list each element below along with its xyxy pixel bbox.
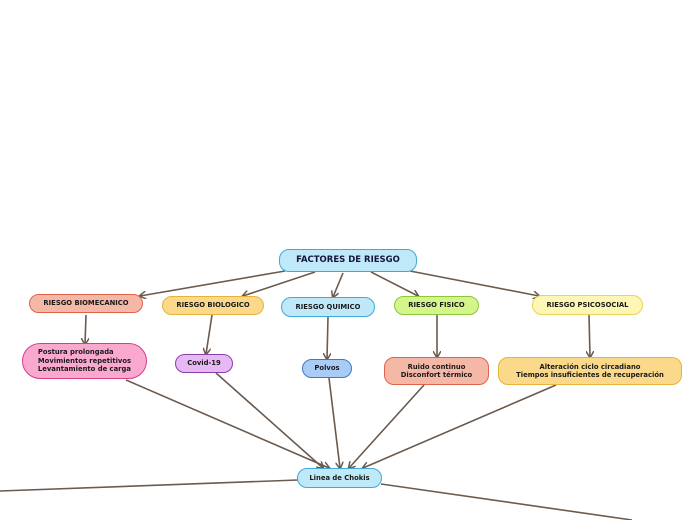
edge-sink-left (0, 479, 299, 492)
root-node-label: FACTORES DE RIESGO (296, 255, 400, 266)
edge-ruido-sink (349, 384, 425, 468)
detail-node-lines: Ruido continuo Disconfort térmico (401, 363, 472, 380)
detail-line: Tiempos insuficientes de recuperación (516, 371, 664, 379)
detail-node-ruido[interactable]: Ruido continuo Disconfort térmico (384, 357, 489, 385)
category-node-fisico[interactable]: RIESGO FISICO (394, 296, 479, 315)
detail-line: Disconfort térmico (400, 371, 473, 379)
detail-line: Polvos (314, 364, 340, 373)
edge-covid-sink (215, 372, 323, 468)
sink-node-label: Linea de Chokis (309, 473, 370, 482)
detail-node-lines: Alteración ciclo circadiano Tiempos insu… (516, 363, 664, 380)
detail-line: Levantamiento de carga (37, 365, 131, 374)
detail-node-lines: Polvos (314, 364, 339, 372)
category-node-label: RIESGO QUIMICO (295, 302, 361, 311)
detail-node-polvos[interactable]: Polvos (302, 359, 352, 378)
detail-node-postura[interactable]: Postura prolongada Movimientos repetitiv… (22, 343, 147, 379)
edge-root-fisico (370, 271, 418, 296)
edge-sink-right (380, 483, 633, 520)
category-node-label: RIESGO FISICO (408, 301, 465, 310)
detail-node-alteracion[interactable]: Alteración ciclo circadiano Tiempos insu… (498, 357, 682, 385)
detail-line: Alteración ciclo circadiano (539, 362, 641, 371)
edge-quimico-polvos (327, 316, 328, 359)
category-node-psicosocial[interactable]: RIESGO PSICOSOCIAL (532, 295, 643, 315)
category-node-label: RIESGO BIOMECANICO (43, 299, 129, 308)
detail-line: Ruido continuo (407, 362, 466, 371)
sink-node-linea-de-chokis[interactable]: Linea de Chokis (297, 468, 382, 488)
edge-alteracion-sink (363, 384, 557, 468)
edge-root-quimico (333, 272, 344, 297)
category-node-label: RIESGO BIOLOGICO (176, 301, 250, 310)
detail-node-lines: Covid-19 (187, 359, 221, 367)
edge-root-psicosocial (409, 270, 539, 296)
detail-node-covid[interactable]: Covid-19 (175, 354, 233, 373)
root-node-factores-de-riesgo[interactable]: FACTORES DE RIESGO (279, 249, 417, 272)
edge-biomecanico-postura (85, 314, 86, 344)
category-node-quimico[interactable]: RIESGO QUIMICO (281, 297, 375, 317)
detail-node-lines: Postura prolongada Movimientos repetitiv… (38, 348, 131, 373)
detail-line: Postura prolongada (37, 348, 114, 357)
edge-root-biomecanico (140, 270, 286, 296)
edge-root-biologico (243, 271, 316, 296)
edge-polvos-sink (328, 377, 340, 468)
detail-line: Movimientos repetitivos (37, 356, 132, 365)
detail-line: Covid-19 (187, 359, 221, 368)
category-node-biomecanico[interactable]: RIESGO BIOMECANICO (29, 294, 143, 313)
category-node-biologico[interactable]: RIESGO BIOLOGICO (162, 296, 264, 315)
edge-biologico-covid (206, 314, 213, 354)
edge-postura-sink (125, 379, 329, 468)
edge-psicosocial-alteracion (589, 314, 590, 357)
category-node-label: RIESGO PSICOSOCIAL (546, 300, 629, 309)
